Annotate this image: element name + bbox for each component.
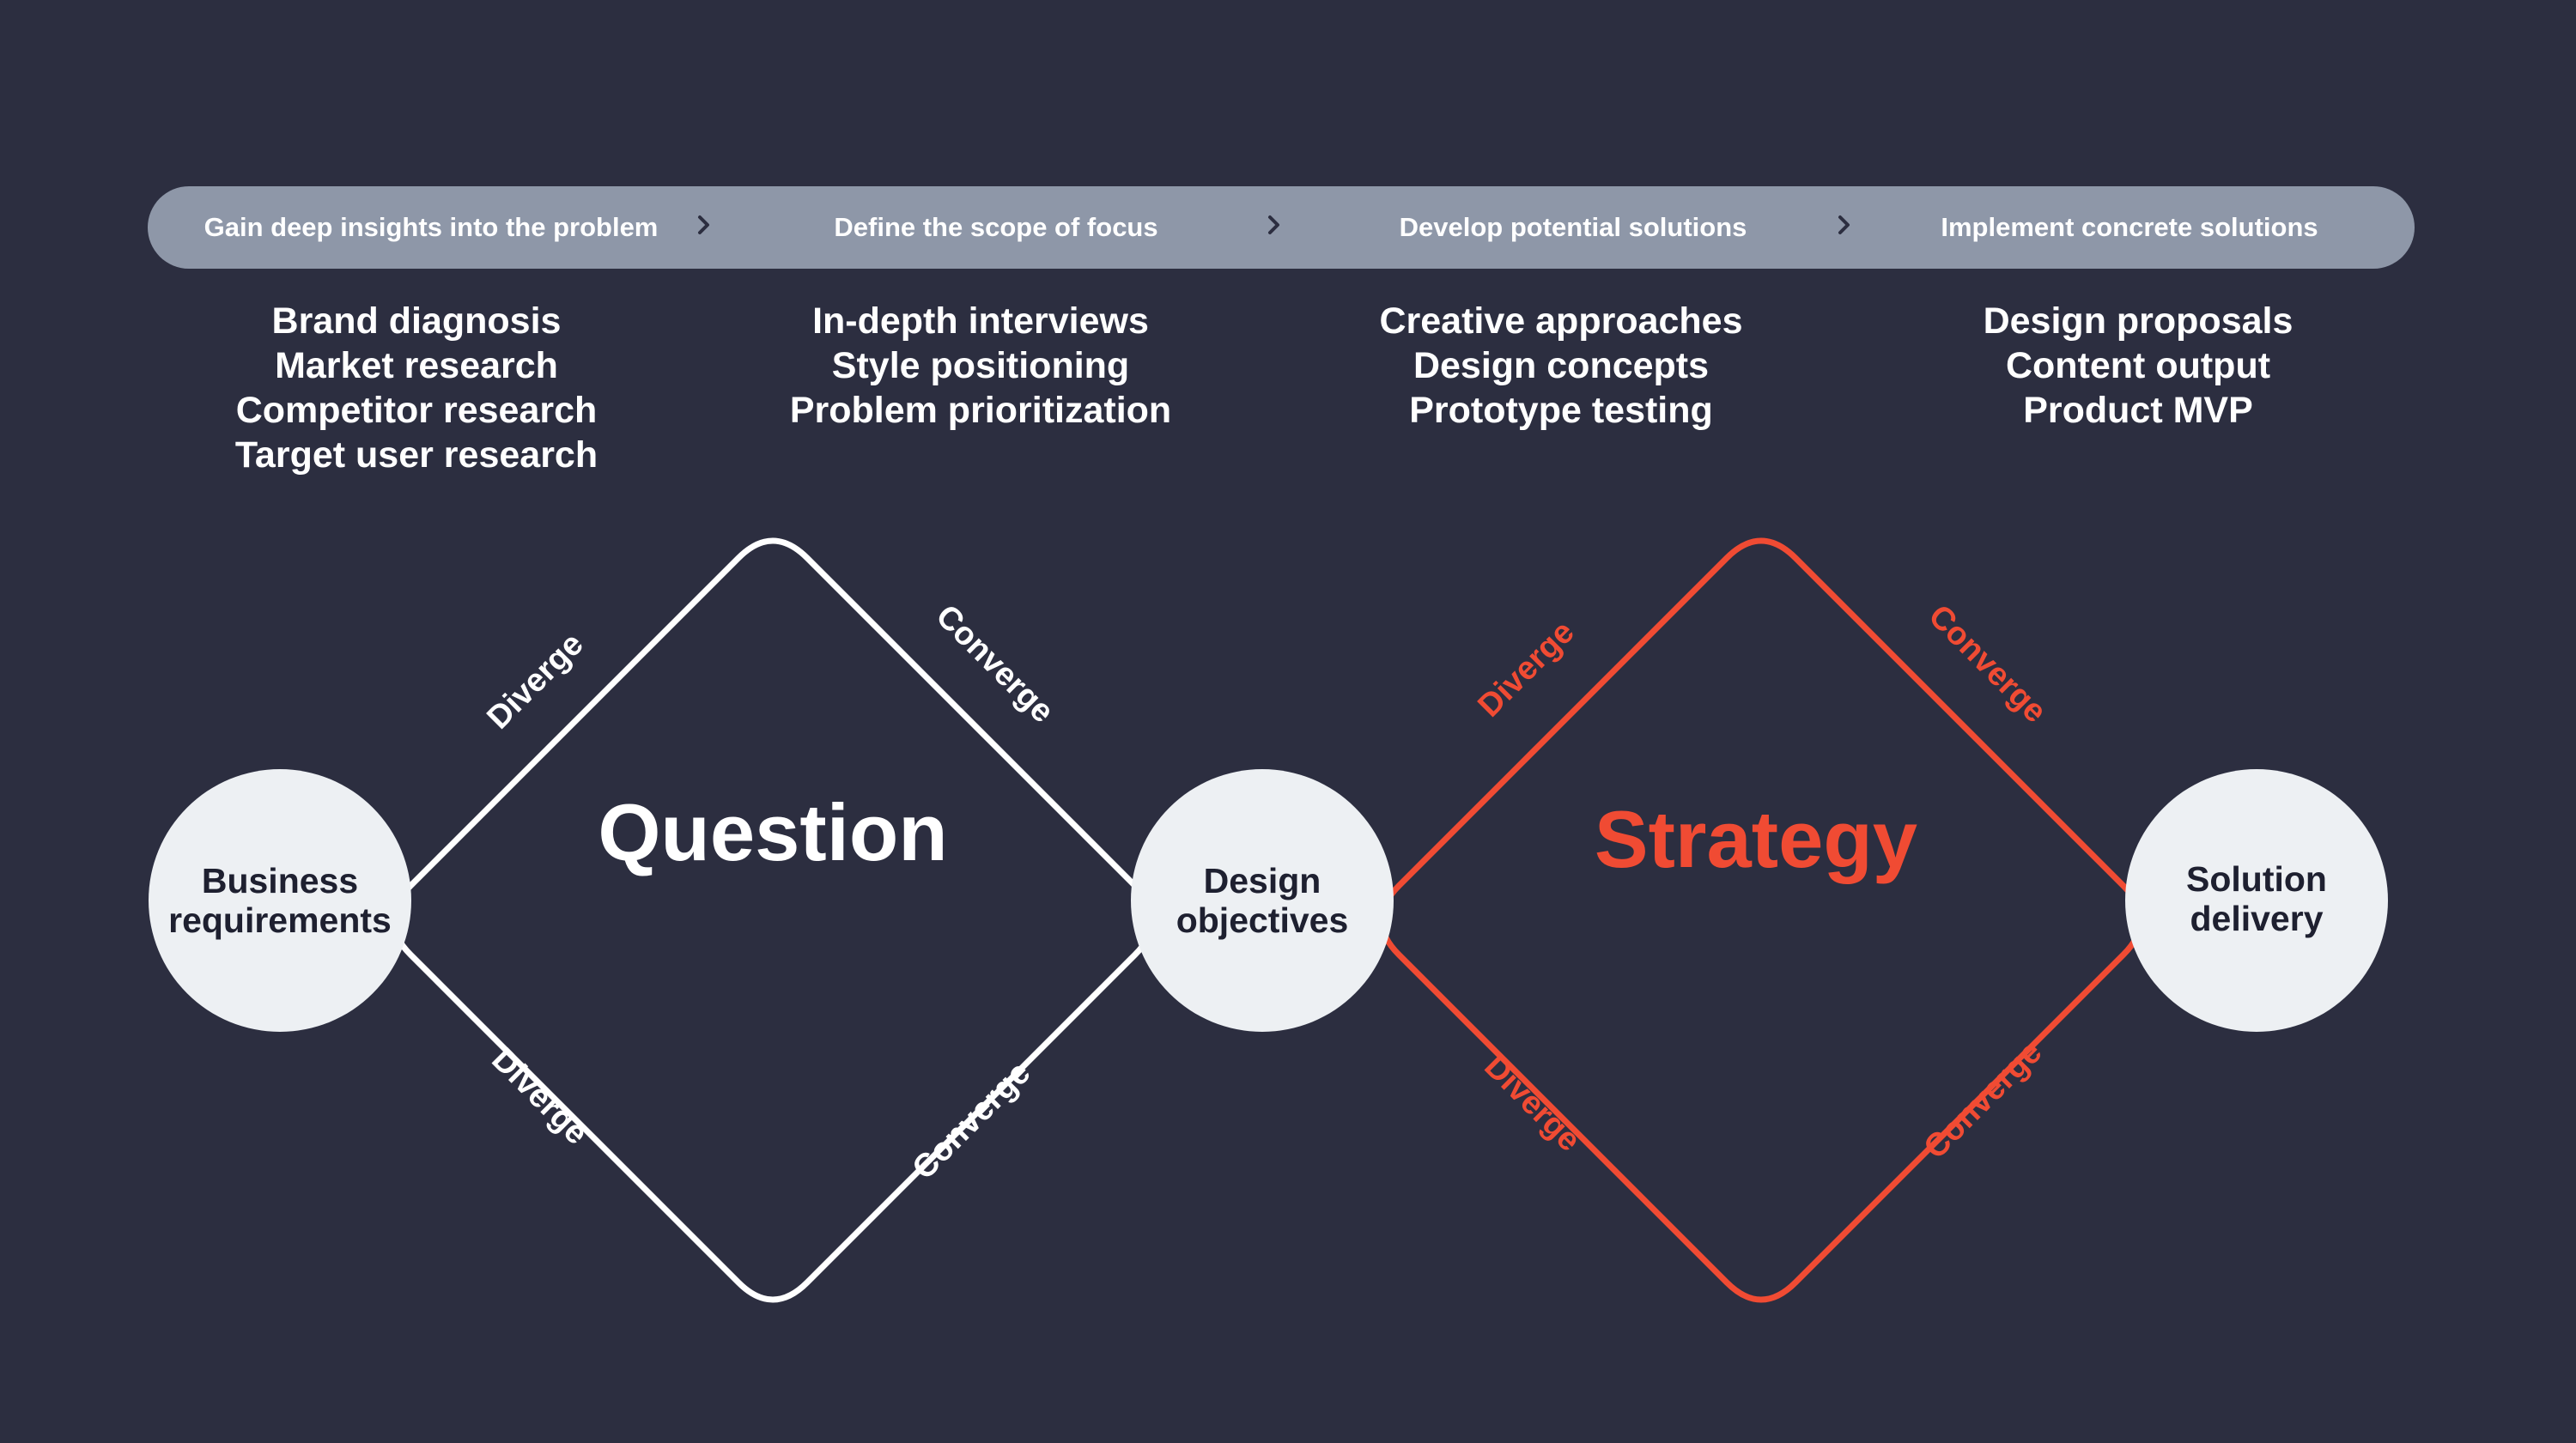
- strategy-title: Strategy: [1595, 794, 1917, 884]
- node-business-requirements: Business requirements: [149, 769, 411, 1032]
- node-label-line: Design: [1204, 861, 1321, 900]
- node-label-line: objectives: [1176, 900, 1349, 940]
- edge-label-converge: Converge: [906, 1055, 1038, 1187]
- edge-label-diverge: Diverge: [1471, 614, 1581, 724]
- question-diamond: [390, 537, 1156, 1303]
- question-title: Question: [598, 787, 947, 877]
- node-solution-delivery: Solution delivery: [2125, 769, 2388, 1032]
- activity-item: Product MVP: [2023, 390, 2253, 431]
- phase-bar: [148, 186, 2415, 269]
- chevron-right-icon: [1838, 215, 1850, 234]
- edge-label-diverge: Diverge: [1477, 1048, 1587, 1158]
- activity-item: Design concepts: [1413, 345, 1710, 386]
- activity-item: Problem prioritization: [789, 390, 1172, 431]
- chevron-right-icon: [698, 215, 709, 234]
- node-label-line: requirements: [168, 900, 392, 940]
- activity-list-deliver: Design proposals Content output Product …: [1898, 299, 2379, 433]
- node-label-line: Business: [202, 861, 358, 900]
- activity-item: Market research: [275, 345, 558, 386]
- activity-item: In-depth interviews: [812, 300, 1149, 342]
- phase-label-discover: Gain deep insights into the problem: [204, 212, 659, 242]
- activity-item: Content output: [2005, 345, 2271, 386]
- edge-label-converge: Converge: [929, 598, 1061, 731]
- activity-item: Design proposals: [1983, 300, 2293, 342]
- activity-item: Target user research: [234, 434, 598, 476]
- node-design-objectives: Design objectives: [1131, 769, 1394, 1032]
- activity-item: Style positioning: [831, 345, 1130, 386]
- phase-label-define: Define the scope of focus: [834, 212, 1158, 242]
- activity-item: Competitor research: [235, 390, 598, 431]
- activity-list-discover: Brand diagnosis Market research Competit…: [176, 299, 657, 477]
- phase-label-develop: Develop potential solutions: [1399, 212, 1747, 242]
- activity-item: Brand diagnosis: [271, 300, 562, 342]
- edge-label-diverge: Diverge: [484, 1041, 594, 1151]
- activity-list-develop: Creative approaches Design concepts Prot…: [1321, 299, 1801, 433]
- phase-label-deliver: Implement concrete solutions: [1941, 212, 2318, 242]
- node-label-line: Solution: [2186, 859, 2327, 899]
- edge-label-converge: Converge: [1917, 1034, 2050, 1167]
- strategy-diamond: [1378, 537, 2144, 1303]
- activity-item: Prototype testing: [1409, 390, 1713, 431]
- edge-label-converge: Converge: [1922, 598, 2054, 731]
- activity-list-define: In-depth interviews Style positioning Pr…: [740, 299, 1221, 433]
- activity-item: Creative approaches: [1379, 300, 1743, 342]
- chevron-right-icon: [1268, 215, 1279, 234]
- node-label-line: delivery: [2190, 899, 2324, 938]
